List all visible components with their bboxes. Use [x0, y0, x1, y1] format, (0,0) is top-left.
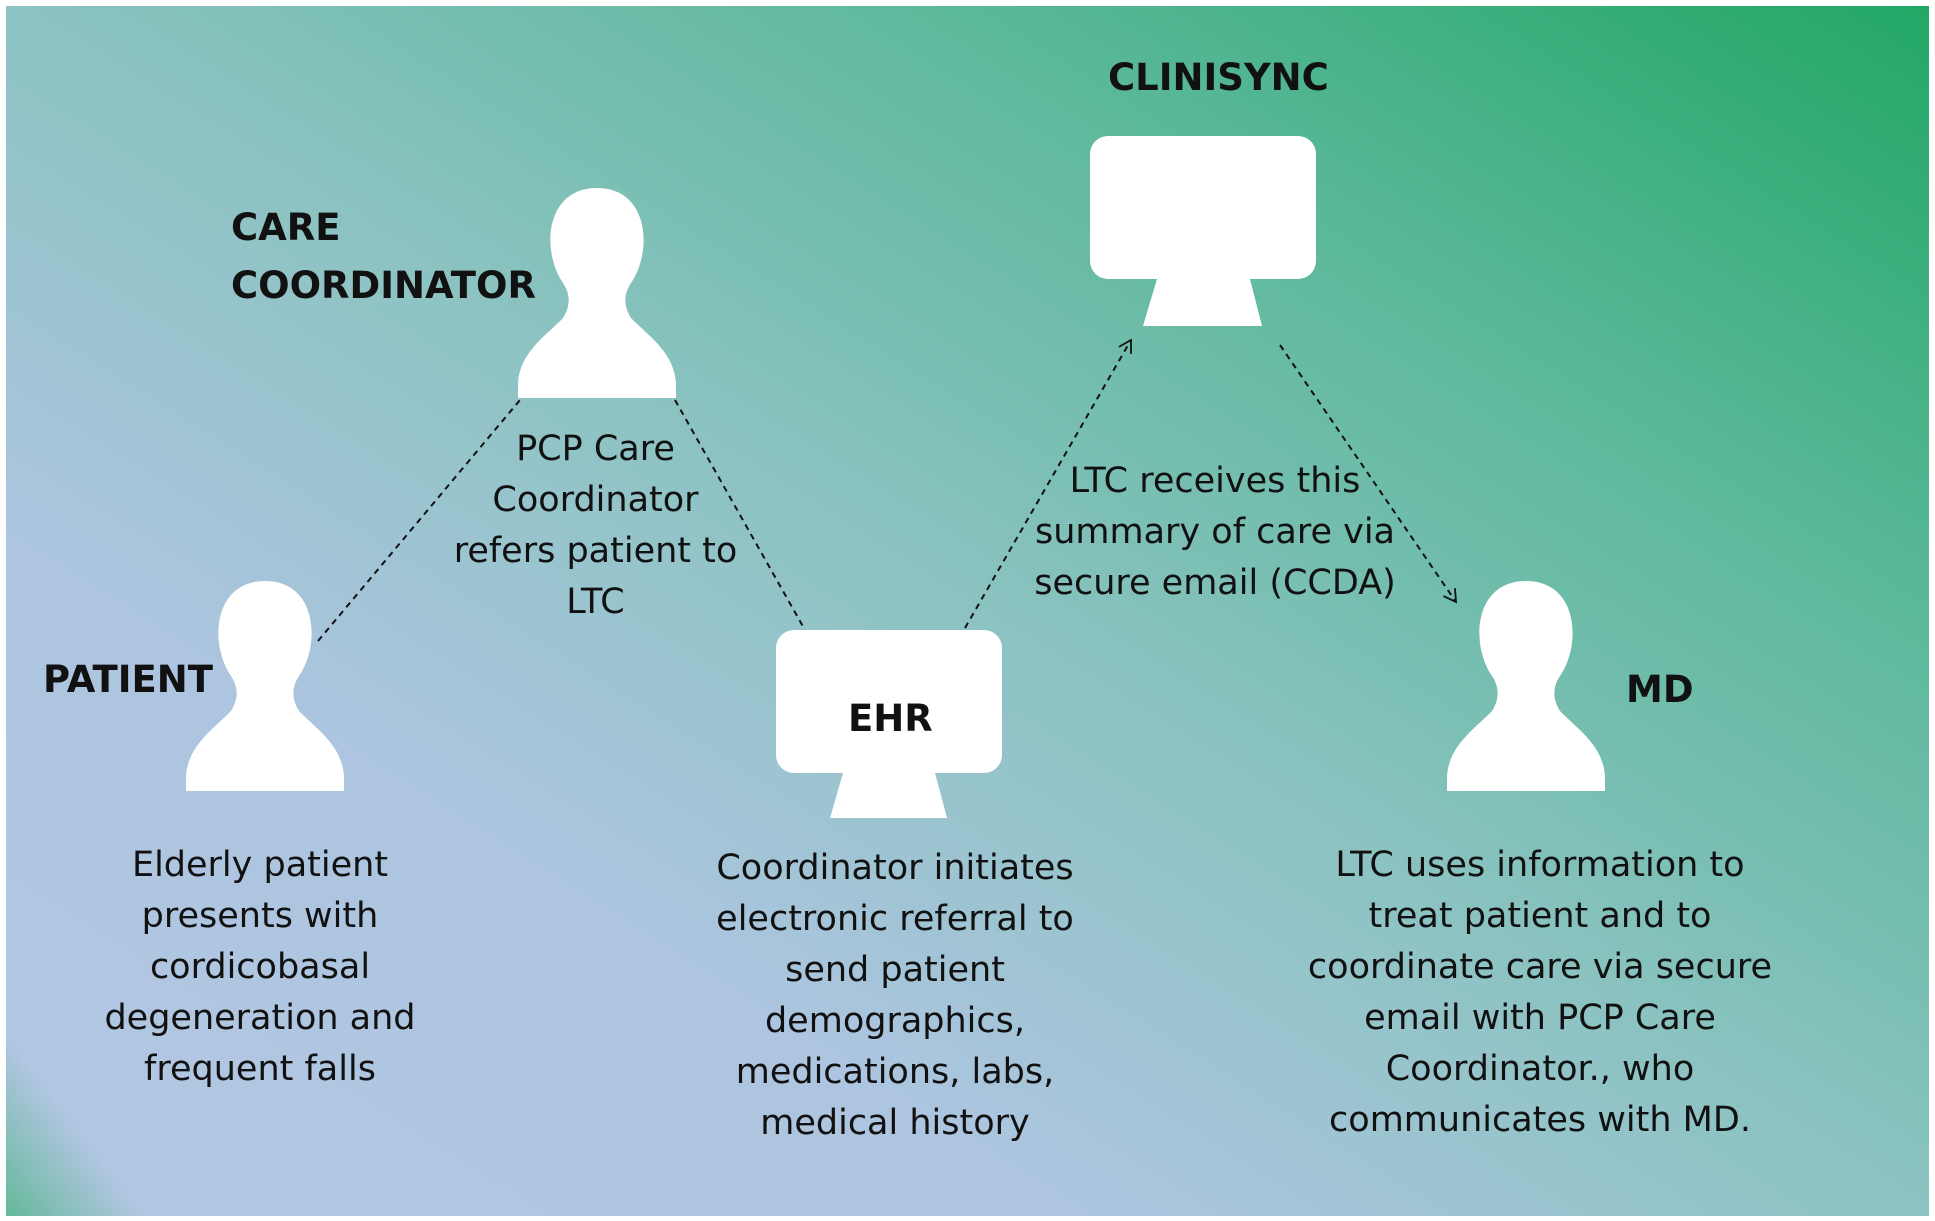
referral-description-line: LTC [566, 582, 625, 622]
clinisync-description-line: LTC receives this [1069, 461, 1361, 501]
referral-description: PCP Care Coordinator refers patient to L… [433, 424, 758, 628]
arrow-ehr-clinisync [964, 338, 1132, 629]
clinisync-description-line: summary of care via [1035, 512, 1395, 552]
md-title: MD [1626, 668, 1694, 711]
ehr-description-line: demographics, [764, 1001, 1026, 1041]
ehr-description-line: Coordinator initiates [716, 848, 1074, 888]
care-coordinator-title-line2: COORDINATOR [231, 264, 536, 307]
ehr-monitor-icon [776, 630, 1002, 818]
patient-description-line: Elderly patient [131, 845, 389, 885]
referral-description-line: refers patient to [453, 531, 738, 571]
ehr-title: EHR [848, 697, 933, 740]
patient-description-line: degeneration and [104, 998, 416, 1038]
care-coordinator-title-line1: CARE [231, 206, 341, 249]
md-description-line: Coordinator., who [1385, 1049, 1695, 1089]
ehr-description-line: send patient [785, 950, 1005, 990]
patient-description-line: presents with [141, 896, 379, 936]
md-description: LTC uses information to treat patient an… [1285, 840, 1795, 1146]
md-description-line: communicates with MD. [1329, 1100, 1751, 1140]
clinisync-description-line: secure email (CCDA) [1034, 563, 1396, 603]
arrow-clinisync-md [1279, 344, 1458, 604]
clinisync-title: CLINISYNC [1108, 56, 1329, 99]
referral-description-line: Coordinator [492, 480, 699, 520]
patient-description-line: cordicobasal [149, 947, 371, 987]
ehr-description-line: medical history [760, 1103, 1030, 1143]
ehr-description-line: electronic referral to [716, 899, 1074, 939]
background-corner [6, 990, 180, 1216]
ehr-description: Coordinator initiates electronic referra… [695, 843, 1095, 1149]
ehr-description-line: medications, labs, [735, 1052, 1055, 1092]
background-panel [6, 6, 1929, 1216]
md-description-line: treat patient and to [1368, 896, 1712, 936]
connector-patient-coordinator [317, 399, 521, 642]
md-description-line: coordinate care via secure [1307, 947, 1773, 987]
md-description-line: email with PCP Care [1364, 998, 1716, 1038]
clinisync-description: LTC receives this summary of care via se… [1010, 456, 1420, 609]
patient-title: PATIENT [43, 658, 213, 701]
connector-coordinator-ehr [674, 399, 806, 631]
referral-description-line: PCP Care [516, 429, 675, 469]
patient-description-line: frequent falls [144, 1049, 376, 1089]
care-coordinator-title: CARE COORDINATOR [231, 199, 536, 315]
patient-description: Elderly patient presents with cordicobas… [60, 840, 460, 1095]
md-description-line: LTC uses information to [1335, 845, 1745, 885]
clinisync-monitor-icon [1090, 136, 1316, 326]
